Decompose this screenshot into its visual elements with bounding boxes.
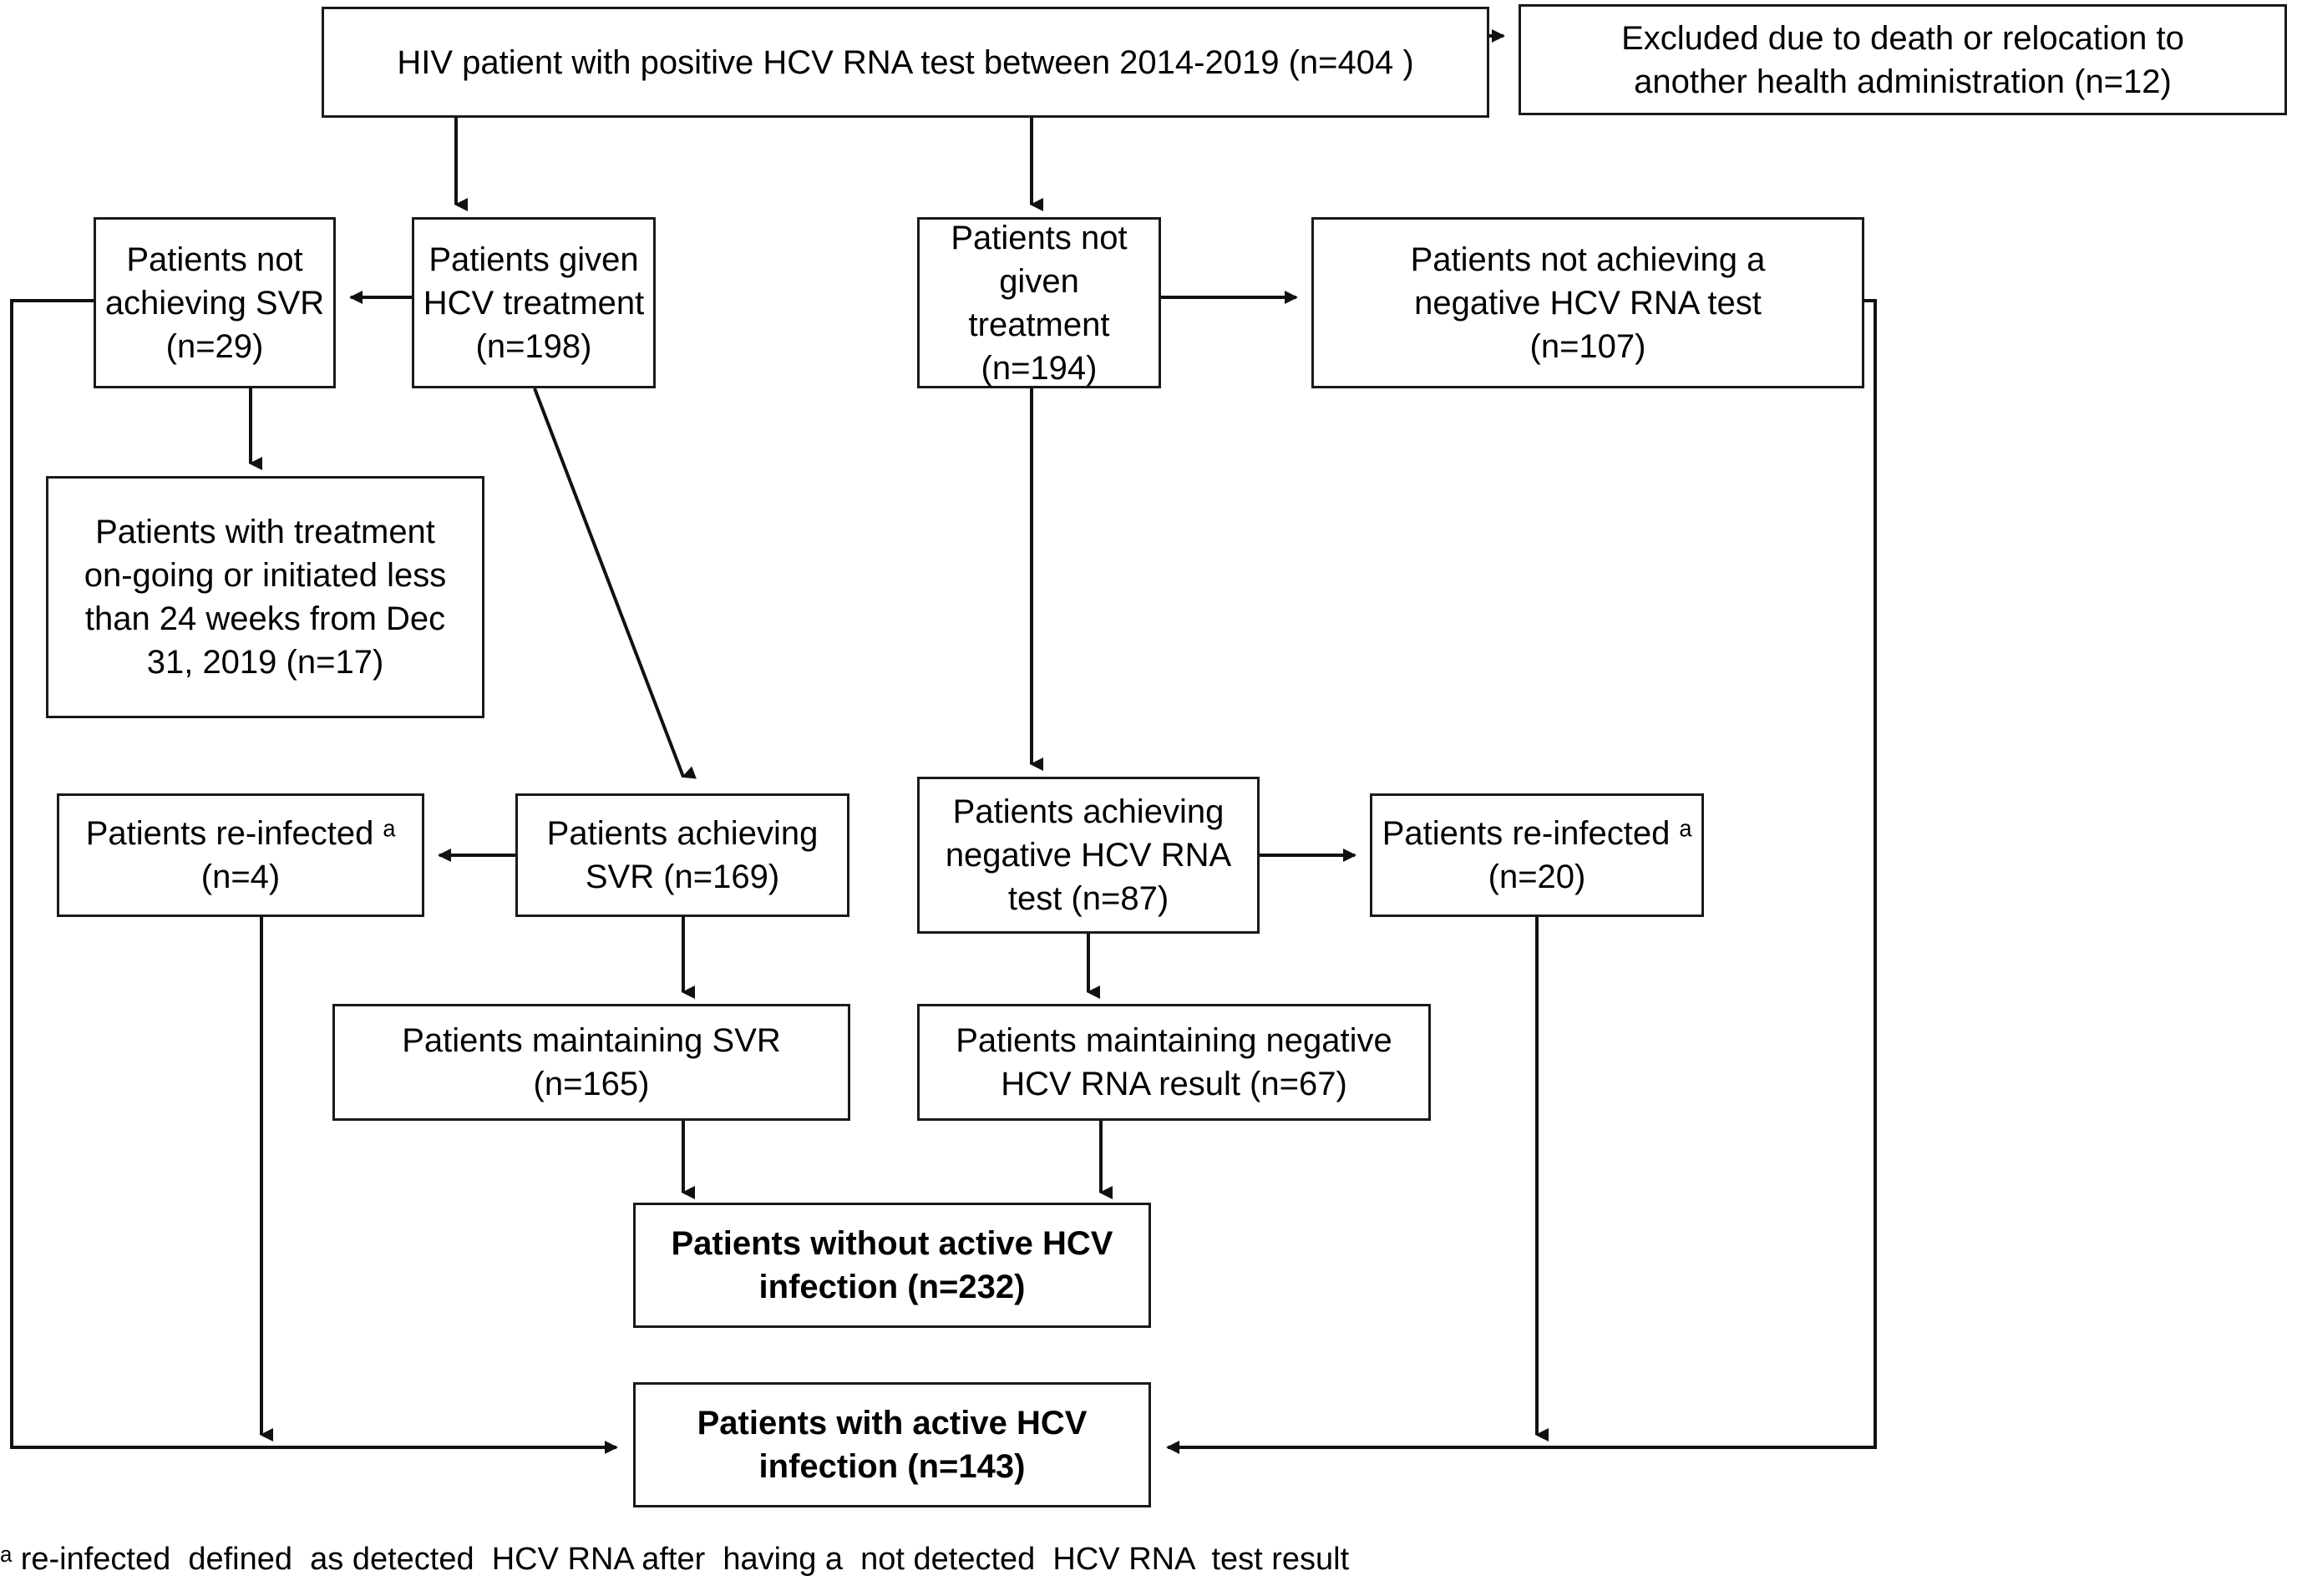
node-given-hcv-treatment: Patients given HCV treatment (n=198) xyxy=(412,217,656,388)
node-excluded: Excluded due to death or relocation to a… xyxy=(1519,4,2287,115)
node-not-achieving-svr: Patients not achieving SVR (n=29) xyxy=(94,217,336,388)
node-with-active-infection: Patients with active HCV infection (n=14… xyxy=(633,1382,1151,1507)
node-maintaining-negative-rna: Patients maintaining negative HCV RNA re… xyxy=(917,1004,1431,1121)
footnote-reinfected-definition: ᵃ re-infected defined as detected HCV RN… xyxy=(0,1542,1350,1577)
node-not-achieving-svr-label: Patients not achieving SVR (n=29) xyxy=(104,241,325,365)
node-reinfected-svr-arm-label: Patients re-infected ᵃ (n=4) xyxy=(85,815,396,895)
node-reinfected-svr-arm: Patients re-infected ᵃ (n=4) xyxy=(57,793,424,917)
node-achieving-negative-rna: Patients achieving negative HCV RNA test… xyxy=(917,777,1260,934)
node-maintaining-svr-label: Patients maintaining SVR (n=165) xyxy=(402,1022,781,1102)
node-without-active-infection-label: Patients without active HCV infection (n… xyxy=(671,1225,1113,1305)
node-achieving-svr: Patients achieving SVR (n=169) xyxy=(515,793,849,917)
node-not-achieving-negative-rna: Patients not achieving a negative HCV RN… xyxy=(1311,217,1864,388)
node-treatment-ongoing: Patients with treatment on-going or init… xyxy=(46,476,484,718)
node-not-achieving-negative-rna-label: Patients not achieving a negative HCV RN… xyxy=(1410,241,1766,365)
edge-not-achieving-negative-to-with-active xyxy=(1166,299,1877,1454)
node-not-given-treatment: Patients not given treatment (n=194) xyxy=(917,217,1161,388)
node-excluded-label: Excluded due to death or relocation to a… xyxy=(1621,19,2184,100)
node-achieving-svr-label: Patients achieving SVR (n=169) xyxy=(546,815,819,895)
node-maintaining-negative-rna-label: Patients maintaining negative HCV RNA re… xyxy=(956,1022,1392,1102)
node-achieving-negative-rna-label: Patients achieving negative HCV RNA test… xyxy=(945,793,1232,917)
node-cohort-label: HIV patient with positive HCV RNA test b… xyxy=(397,43,1414,81)
node-with-active-infection-label: Patients with active HCV infection (n=14… xyxy=(697,1405,1088,1485)
node-cohort: HIV patient with positive HCV RNA test b… xyxy=(322,7,1489,118)
node-not-given-treatment-label: Patients not given treatment (n=194) xyxy=(951,219,1128,387)
node-reinfected-untreated-arm: Patients re-infected ᵃ (n=20) xyxy=(1370,793,1704,917)
node-treatment-ongoing-label: Patients with treatment on-going or init… xyxy=(84,514,447,681)
edge-given-treatment-to-achieving-svr xyxy=(533,388,697,779)
node-maintaining-svr: Patients maintaining SVR (n=165) xyxy=(332,1004,850,1121)
edge-not-achieving-svr-to-with-active xyxy=(10,299,618,1454)
node-reinfected-untreated-arm-label: Patients re-infected ᵃ (n=20) xyxy=(1382,815,1692,895)
node-without-active-infection: Patients without active HCV infection (n… xyxy=(633,1203,1151,1328)
node-given-hcv-treatment-label: Patients given HCV treatment (n=198) xyxy=(423,241,645,365)
